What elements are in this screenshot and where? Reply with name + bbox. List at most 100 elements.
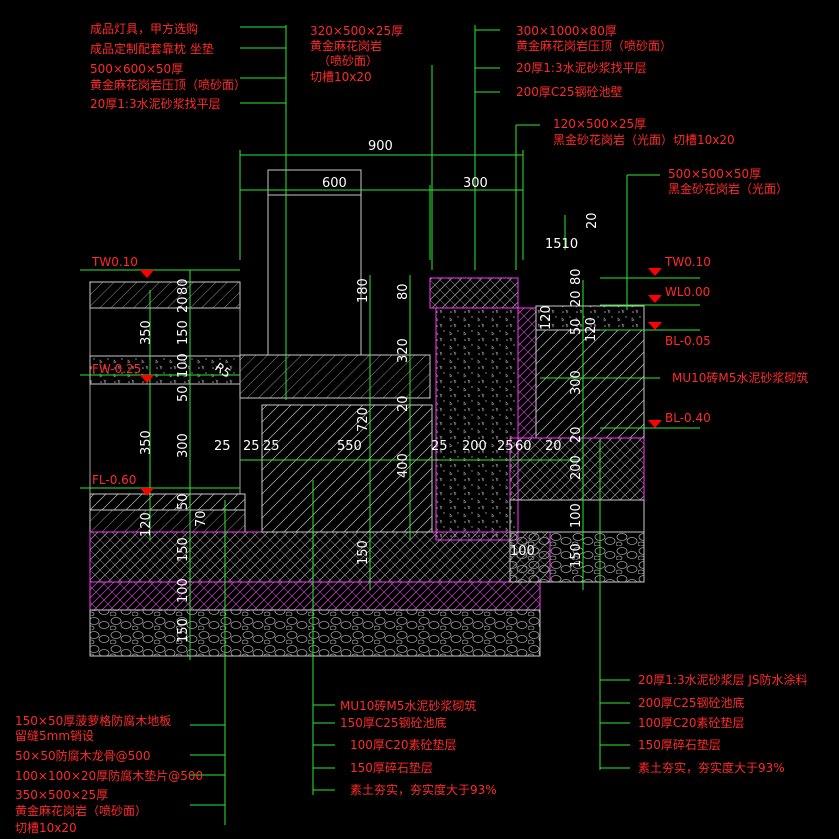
- note-bm-3: 150厚碎石垫层: [350, 760, 433, 775]
- note-br-2: 100厚C20素砼垫层: [638, 715, 745, 730]
- level-bl1: BL-0.05: [665, 334, 711, 348]
- dim-h120r: 120: [539, 305, 554, 330]
- pool-base-layers: [89, 531, 551, 657]
- dim-900: 900: [368, 139, 393, 154]
- note-wall: MU10砖M5水泥砂浆砌筑: [672, 370, 808, 385]
- wall-cap: [429, 277, 519, 309]
- level-marker-bl1: [648, 322, 662, 330]
- note-tr-2: 20厚1:3水泥砂浆找平层: [516, 60, 647, 75]
- note-tr-0: 300×1000×80厚: [516, 24, 617, 38]
- note-bl-0: 150×50厚菠萝格防腐木地板: [15, 713, 171, 728]
- level-marker-wl: [648, 295, 662, 303]
- seat-cushion-outline: [267, 169, 362, 356]
- dim-w25c: 25: [263, 439, 280, 454]
- level-fl: FL-0.60: [92, 473, 136, 487]
- dim-h320: 320: [396, 338, 411, 363]
- note-tm-1: 黄金麻花岗岩: [310, 38, 382, 53]
- right-brick-wall: [535, 329, 645, 439]
- dim-h80r: 80: [569, 268, 584, 285]
- dim-w200: 200: [462, 439, 487, 454]
- dim-h150d: 150: [356, 540, 371, 565]
- dim-h120r2: 120: [584, 317, 599, 342]
- dim-w25a: 25: [214, 439, 231, 454]
- dim-w550: 550: [337, 439, 362, 454]
- dimension-lines: [80, 25, 700, 825]
- dim-w25b: 25: [243, 439, 260, 454]
- dim-h180: 180: [356, 278, 371, 303]
- note-tl-1: 成品定制配套靠枕 坐垫: [90, 41, 214, 56]
- note-tr-1: 黄金麻花岗岩压顶（喷砂面）: [516, 38, 672, 53]
- note-tl-3: 黄金麻花岗岩压顶（喷砂面）: [90, 77, 246, 92]
- level-marker-tw-right: [648, 268, 662, 276]
- seat-structure: [239, 169, 433, 533]
- dim-h150c: 150: [176, 618, 191, 643]
- note-tl-4: 20厚1:3水泥砂浆找平层: [90, 96, 221, 111]
- level-marker-fw: [140, 375, 154, 383]
- note-bm-1: 150厚C25钢砼池底: [340, 715, 447, 730]
- note-r2-1: 黑金砂花岗岩（光面）: [668, 181, 788, 196]
- dim-300: 300: [463, 176, 488, 191]
- radius-label: R5: [212, 360, 233, 381]
- dim-h120: 120: [139, 512, 154, 537]
- note-tl-0: 成品灯具，甲方选购: [90, 21, 198, 36]
- note-bm-2: 100厚C20素砼垫层: [350, 737, 457, 752]
- level-markers: [140, 268, 662, 496]
- gravel-layer: [89, 609, 541, 657]
- right-gravel: [509, 531, 645, 583]
- dim-h50b: 50: [176, 493, 191, 510]
- note-br-3: 150厚碎石垫层: [638, 737, 721, 752]
- dim-h400: 400: [396, 453, 411, 478]
- right-cap-stone: [535, 305, 645, 331]
- dim-h150b: 150: [176, 537, 191, 562]
- note-bm-0: MU10砖M5水泥砂浆砌筑: [340, 698, 476, 713]
- dim-h20r: 20: [569, 290, 584, 307]
- dim-w100r: 100: [510, 544, 535, 559]
- right-pool-floor: [509, 437, 645, 501]
- level-fw: FW-0.25: [92, 362, 141, 376]
- note-br-4: 素土夯实，夯实度大于93%: [638, 760, 785, 775]
- dim-h100: 100: [176, 353, 191, 378]
- dim-h100b: 100: [176, 578, 191, 603]
- note-tm-2: （喷砂面）: [318, 54, 378, 68]
- dim-w20: 20: [545, 439, 562, 454]
- dim-h80: 80: [176, 278, 191, 295]
- note-br-0: 20厚1:3水泥砂浆层 JS防水涂料: [638, 672, 808, 687]
- seat-brick-body: [261, 404, 433, 533]
- dim-h20: 20: [176, 296, 191, 313]
- note-r1-0: 120×500×25厚: [553, 117, 646, 131]
- left-deck-area: [89, 281, 246, 533]
- dim-h20b: 20: [396, 395, 411, 412]
- note-bl-6: 切槽10x20: [15, 821, 77, 835]
- level-bl2: BL-0.40: [665, 411, 711, 425]
- level-marker-bl2: [648, 420, 662, 428]
- note-bl-5: 黄金麻花岗岩（喷砂面）: [15, 803, 147, 818]
- dim-h70: 70: [194, 510, 209, 527]
- dim-h50r: 50: [569, 318, 584, 335]
- dim-h100r: 100: [569, 503, 584, 528]
- level-tw-right: TW0.10: [664, 255, 711, 269]
- dim-h50: 50: [176, 385, 191, 402]
- dim-h200r: 200: [569, 455, 584, 480]
- note-bl-3: 100×100×20厚防腐木垫片@500: [15, 768, 203, 783]
- pool-wall: [429, 277, 645, 583]
- note-bl-4: 350×500×25厚: [15, 788, 108, 802]
- dim-h350b: 350: [139, 430, 154, 455]
- dim-1510: 1510: [545, 237, 578, 252]
- note-bl-2: 50×50防腐木龙骨@500: [15, 748, 151, 763]
- dim-h350a: 350: [139, 320, 154, 345]
- note-bl-1: 留缝5mm销设: [15, 728, 94, 743]
- note-r2-0: 500×500×50厚: [668, 167, 761, 181]
- dim-h150: 150: [176, 320, 191, 345]
- dim-h720: 720: [356, 407, 371, 432]
- level-marker-fl: [140, 488, 154, 496]
- dim-h150r: 150: [569, 543, 584, 568]
- level-marker-tw-left: [140, 270, 154, 278]
- note-br-1: 200厚C25钢砼池底: [638, 695, 745, 710]
- dim-w25e: 25: [497, 439, 514, 454]
- dim-h300: 300: [176, 433, 191, 458]
- dim-w60: 60: [515, 439, 532, 454]
- plain-concrete-layer: [89, 581, 541, 611]
- note-tl-2: 500×600×50厚: [90, 62, 183, 76]
